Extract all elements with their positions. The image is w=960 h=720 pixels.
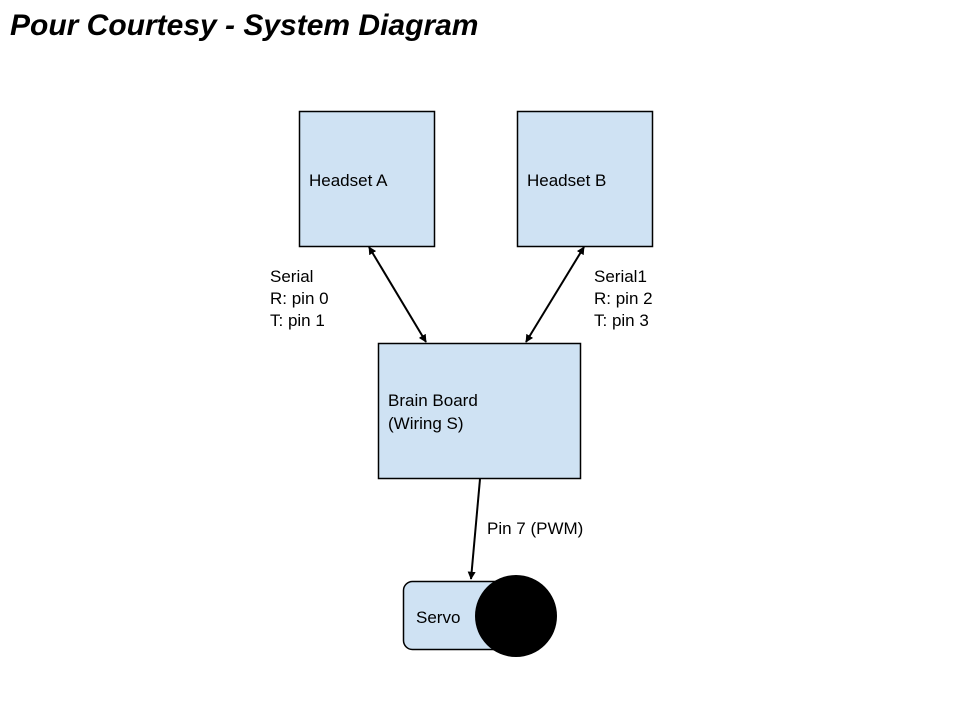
- brain-board-sublabel: (Wiring S): [388, 414, 464, 433]
- page-title: Pour Courtesy - System Diagram: [10, 9, 479, 42]
- serial-tx-pin: T: pin 1: [270, 311, 325, 330]
- headset-a-label: Headset A: [309, 171, 388, 190]
- serial1-connection-arrow: [525, 246, 585, 343]
- serial-link-label: Serial R: pin 0 T: pin 1: [270, 267, 329, 330]
- headset-b-node: Headset B: [516, 110, 654, 248]
- servo-node: Servo: [402, 575, 557, 657]
- headset-a-box: [298, 110, 436, 248]
- serial-port-name: Serial: [270, 267, 313, 286]
- serial1-tx-pin: T: pin 3: [594, 311, 649, 330]
- brain-board-label: Brain Board: [388, 391, 478, 410]
- servo-horn: [475, 575, 557, 657]
- serial-connection-arrow: [368, 246, 427, 343]
- headset-a-node: Headset A: [298, 110, 436, 248]
- pwm-connection-arrow: [467, 478, 481, 580]
- headset-b-label: Headset B: [527, 171, 606, 190]
- brain-board-node: Brain Board (Wiring S): [377, 342, 582, 480]
- servo-label: Servo: [416, 608, 460, 627]
- serial1-rx-pin: R: pin 2: [594, 289, 653, 308]
- brain-board-box: [377, 342, 582, 480]
- headset-b-box: [516, 110, 654, 248]
- serial1-port-name: Serial1: [594, 267, 647, 286]
- pwm-link-label: Pin 7 (PWM): [487, 519, 583, 538]
- serial1-link-label: Serial1 R: pin 2 T: pin 3: [594, 267, 653, 330]
- serial-rx-pin: R: pin 0: [270, 289, 329, 308]
